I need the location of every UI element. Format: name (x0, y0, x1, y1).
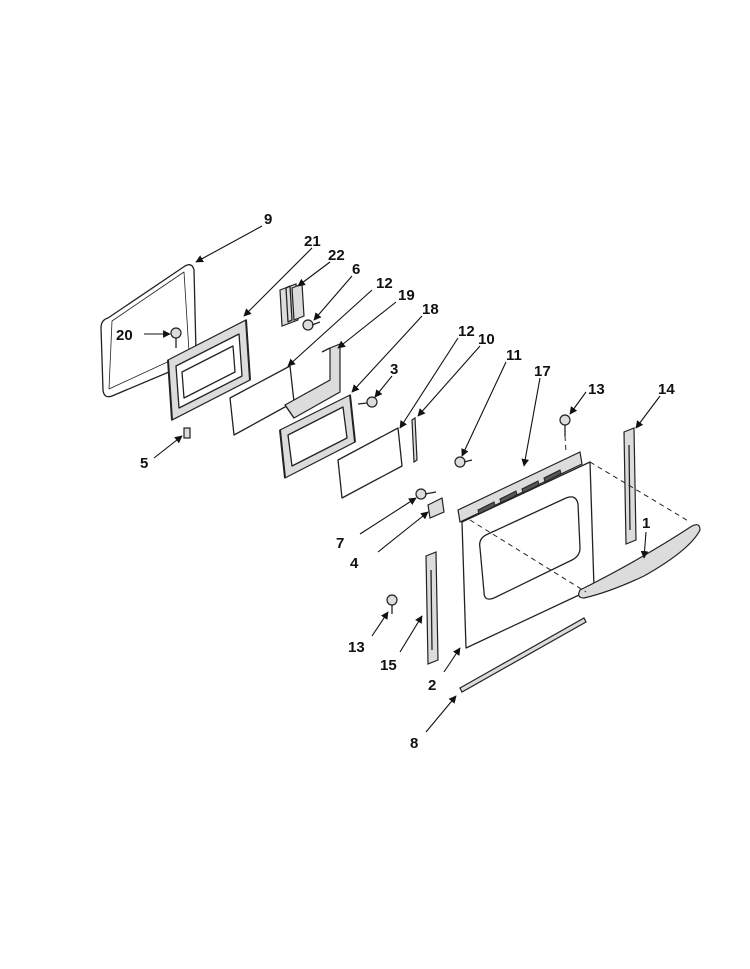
callout-15: 15 (380, 657, 397, 674)
callout-7: 7 (336, 535, 344, 552)
callout-22: 22 (328, 247, 345, 264)
part-5-clip (183, 427, 191, 439)
callout-11: 11 (506, 347, 522, 364)
part-1-door-handle (578, 524, 701, 599)
callout-17: 17 (534, 363, 551, 380)
part-17-door-top-vent (457, 451, 583, 523)
assembly-guide-lines (469, 435, 691, 593)
callout-14: 14 (658, 381, 675, 398)
callout-18: 18 (422, 301, 439, 318)
part-18-middle-door-frame (279, 394, 356, 479)
part-20-screw (170, 327, 182, 348)
callout-6: 6 (352, 261, 360, 278)
part-15-left-side-trim (425, 551, 439, 665)
callout-3: 3 (390, 361, 398, 378)
part-7-screw (415, 488, 437, 500)
callout-1: 1 (642, 515, 650, 532)
callout-19: 19 (398, 287, 415, 304)
callout-12-upper: 12 (376, 275, 393, 292)
callout-12-lower: 12 (458, 323, 475, 340)
part-8-door-bottom-trim (459, 617, 587, 693)
callout-10: 10 (478, 331, 495, 348)
part-13-screw-lower (386, 594, 398, 614)
callout-8: 8 (410, 735, 418, 752)
part-21-inner-door-frame (167, 319, 251, 421)
leader-lines (144, 225, 661, 733)
callout-9: 9 (264, 211, 272, 228)
callout-2: 2 (428, 677, 436, 694)
callout-13-lower: 13 (348, 639, 365, 656)
callout-21: 21 (304, 233, 321, 250)
part-22-hinge-bracket (279, 283, 305, 327)
part-12-glass-panel-lower (337, 427, 403, 499)
callout-4: 4 (350, 555, 359, 572)
part-11-screw (454, 456, 473, 468)
callout-13-upper: 13 (588, 381, 605, 398)
part-4-hinge-receptacle (427, 497, 445, 519)
callout-20: 20 (116, 327, 133, 344)
callout-5: 5 (140, 455, 148, 472)
part-6-screw (302, 319, 321, 331)
callout-labels: 9 21 22 6 12 19 18 3 12 10 11 17 13 14 1… (116, 211, 675, 752)
part-10-glass-retainer (411, 416, 418, 464)
part-3-screw (357, 396, 378, 408)
part-13-screw-upper (559, 414, 571, 436)
